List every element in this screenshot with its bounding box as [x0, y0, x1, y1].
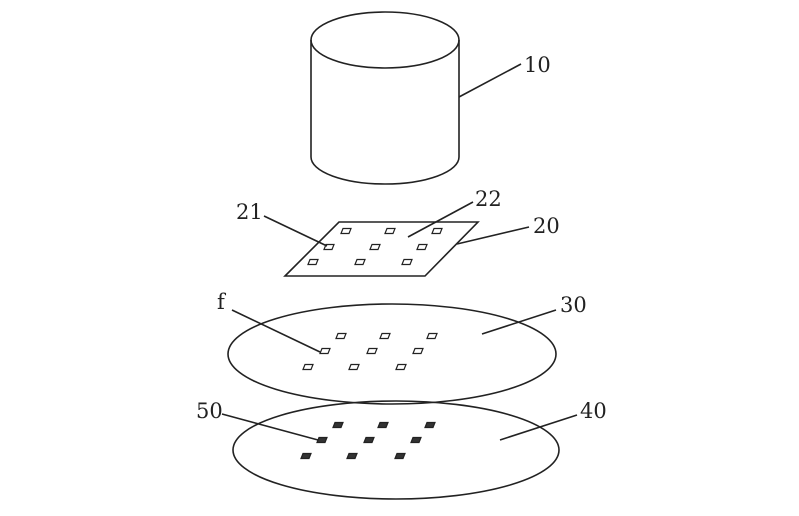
leader-50: [221, 413, 319, 441]
plate-20: [283, 221, 480, 277]
disc-pad: [426, 332, 438, 340]
label-10: 10: [524, 53, 551, 77]
disc-pad: [348, 363, 360, 371]
bump: [410, 436, 422, 444]
disc-40: [232, 400, 560, 500]
leader-30: [481, 309, 557, 335]
label-22: 22: [475, 187, 502, 211]
disc-30: [227, 303, 557, 405]
bumps-50: [300, 421, 436, 460]
leader-21: [263, 215, 328, 247]
plate-pad: [384, 227, 396, 235]
disc-pads: [302, 332, 438, 371]
disc-pad: [319, 347, 331, 355]
label-30: 30: [560, 293, 587, 317]
disc-pad: [335, 332, 347, 340]
bump: [316, 436, 328, 444]
plate-pad: [307, 258, 319, 266]
bump: [332, 421, 344, 429]
cylinder-10: [310, 11, 460, 185]
plate-pad: [340, 227, 352, 235]
leader-10: [458, 63, 522, 98]
disc-pad: [366, 347, 378, 355]
leader-22: [407, 201, 474, 238]
plate-pad: [401, 258, 413, 266]
bump: [346, 452, 358, 460]
plate-pad: [416, 243, 428, 251]
disc-pad: [412, 347, 424, 355]
disc-pad: [395, 363, 407, 371]
label-f: f: [217, 290, 227, 314]
plate-pad: [431, 227, 443, 235]
bump: [377, 421, 389, 429]
bump: [424, 421, 436, 429]
label-20: 20: [533, 214, 560, 238]
plate-pad: [369, 243, 381, 251]
disc-pad: [302, 363, 314, 371]
disc-pad: [379, 332, 391, 340]
plate-pad: [354, 258, 366, 266]
bump: [363, 436, 375, 444]
label-21: 21: [236, 200, 263, 224]
label-40: 40: [580, 399, 607, 423]
leader-40: [499, 414, 578, 441]
bump: [300, 452, 312, 460]
leader-f: [231, 309, 321, 353]
leader-20: [456, 226, 530, 245]
label-50: 50: [196, 399, 223, 423]
plate-pads: [307, 227, 443, 266]
bump: [394, 452, 406, 460]
